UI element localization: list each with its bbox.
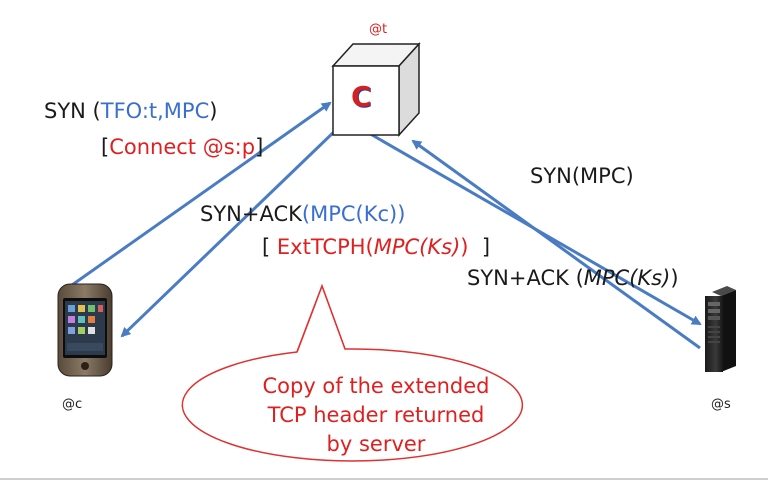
connect-option-label: [Connect @s:p] [101,135,263,159]
synack-server-prefix: SYN+ACK ( [467,266,584,290]
connect-option-text: Connect @s:p [109,135,256,159]
arrow-proxy-to-client-synack [120,126,340,338]
synack-client-label: SYN+ACK(MPC(Kc)) [200,202,405,226]
synack-server-mpc: MPC(Ks) [583,266,671,290]
syn-prefix: SYN ( [44,99,101,123]
client-address-label: @c [62,397,83,412]
synack-client-mpc: (MPC(Kc)) [301,202,406,226]
ext-tcph-label: [ ExtTCPH(MPC(Ks)) ] [262,235,490,259]
synack-server-suffix: ) [670,266,679,290]
arrow-client-to-proxy-syn [71,101,332,287]
callout-text: Copy of the extended TCP header returned… [226,372,526,459]
server-tower-icon [705,286,736,372]
ext-tcph-prefix: ExtTCPH( [276,235,374,259]
callout-line-3: by server [326,432,426,456]
ext-bracket-close: ] [481,235,491,259]
arrow-server-to-proxy-synack [411,139,701,350]
client-phone-icon [57,283,113,377]
connect-bracket-close: ] [255,135,264,159]
synack-client-prefix: SYN+ACK [200,202,302,226]
callout-line-2: TCP header returned [267,403,485,427]
callout-bubble [181,283,524,462]
connect-bracket-open: [ [101,135,110,159]
syn-server-label: SYN(MPC) [530,164,634,188]
ext-tcph-close-paren: ) [460,235,469,259]
ext-tcph-mpc: MPC(Ks) [373,235,461,259]
tfo-mpc-option: TFO:t,MPC [100,99,210,123]
syn-suffix: ) [209,99,218,123]
synack-server-label: SYN+ACK (MPC(Ks)) [467,266,679,290]
callout-line-1: Copy of the extended [262,374,490,398]
syn-tfo-label: SYN (TFO:t,MPC) [44,99,217,123]
proxy-letter: C [351,80,372,113]
ext-bracket-open: [ [262,235,271,259]
server-address-label: @s [711,397,731,412]
proxy-address-label: @t [369,22,388,37]
proxy-cube-icon [331,42,421,137]
ext-tcph-text: ExtTCPH(MPC(Ks)) [277,235,469,259]
